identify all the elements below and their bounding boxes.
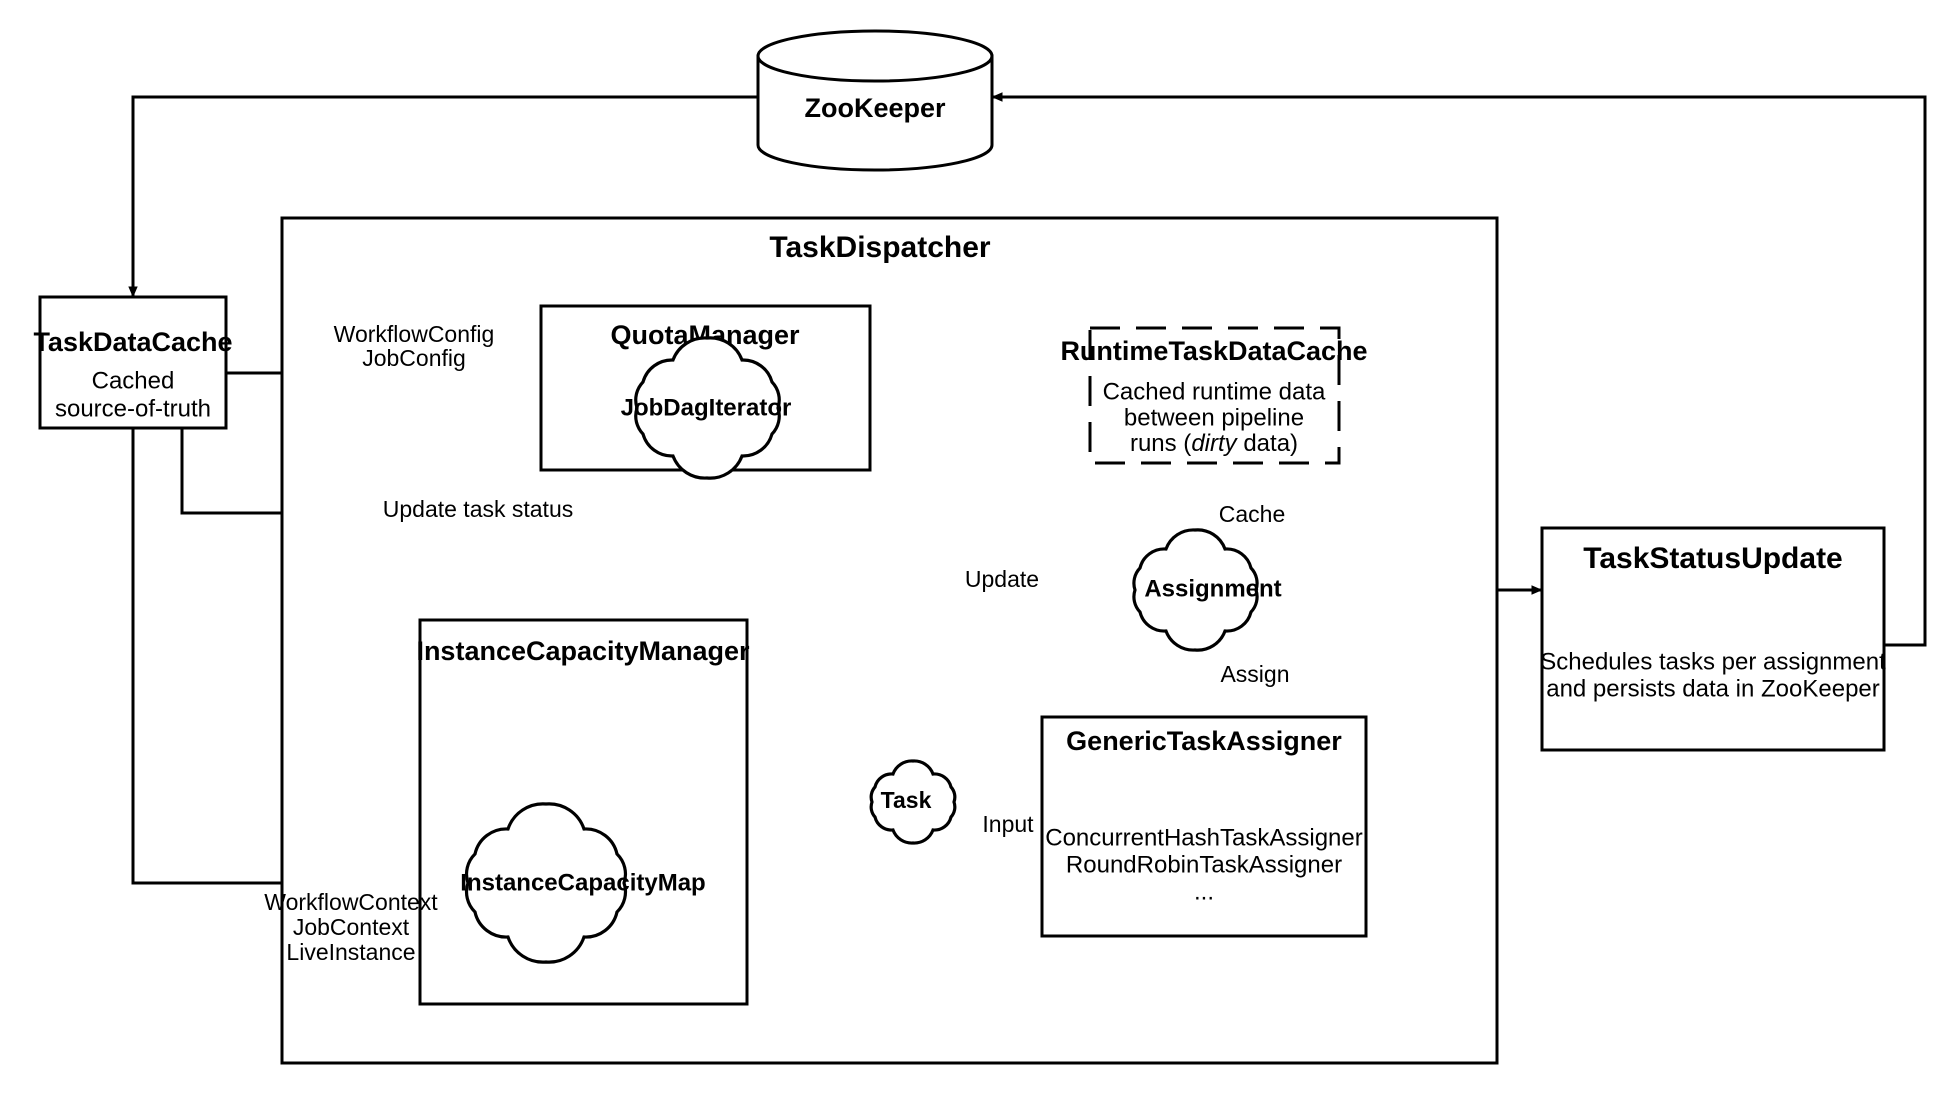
runtimecache-line3-pre: runs (	[1130, 430, 1191, 457]
runtimecache-line3-post: data)	[1237, 430, 1298, 457]
generictaskassigner-title: GenericTaskAssigner	[1066, 726, 1342, 756]
edge-taskstatusupdate-to-zookeeper	[991, 92, 1927, 647]
taskstatusupdate-title: TaskStatusUpdate	[1583, 542, 1843, 575]
runtimetaskdatacache-line2: between pipeline	[1124, 404, 1304, 431]
instancecapacitymanager-node: InstanceCapacityManager InstanceCapacity…	[416, 618, 750, 1006]
runtimetaskdatacache-node: RuntimeTaskDataCache Cached runtime data…	[1060, 326, 1368, 465]
generictaskassigner-impl1: ConcurrentHashTaskAssigner	[1045, 824, 1362, 851]
runtimecache-line3-em: dirty	[1191, 430, 1238, 457]
task-label: Task	[881, 787, 932, 813]
taskstatusupdate-line1: Schedules tasks per assignment	[1540, 648, 1886, 675]
edge-label-jobconfig: JobConfig	[362, 345, 466, 371]
edge-label-cache: Cache	[1219, 501, 1285, 527]
quotamanager-node: QuotaManager JobDagIterator	[539, 304, 872, 480]
zookeeper-label: ZooKeeper	[804, 93, 946, 123]
zookeeper-node: ZooKeeper	[756, 29, 994, 172]
taskdatacache-title: TaskDataCache	[33, 327, 232, 357]
assignment-label: Assignment	[1144, 575, 1281, 602]
taskstatusupdate-line2: and persists data in ZooKeeper	[1546, 675, 1880, 702]
generictaskassigner-impl2: RoundRobinTaskAssigner	[1066, 851, 1342, 878]
assignment-node: Assignment	[1132, 528, 1282, 652]
edge-label-update: Update	[965, 566, 1039, 592]
edge-label-workflowcontext: WorkflowContext	[264, 889, 438, 915]
edge-label-workflowconfig: WorkflowConfig	[334, 321, 495, 347]
edge-zookeeper-to-taskdatacache	[128, 95, 758, 298]
instancecapacitymanager-title: InstanceCapacityManager	[416, 636, 750, 666]
runtimetaskdatacache-title: RuntimeTaskDataCache	[1060, 336, 1367, 366]
taskdatacache-node: TaskDataCache Cached source-of-truth	[33, 295, 233, 430]
edge-label-input: Input	[982, 811, 1034, 837]
jobdagiterator-label: JobDagIterator	[621, 394, 792, 421]
edge-label-liveinstance: LiveInstance	[286, 939, 415, 965]
instancecapacitymap-node: InstanceCapacityMap	[460, 802, 706, 964]
generictaskassigner-node: GenericTaskAssigner ConcurrentHashTaskAs…	[1040, 715, 1368, 938]
edge-label-update-task-status: Update task status	[383, 496, 574, 522]
generictaskassigner-impl3: ...	[1194, 878, 1214, 905]
runtimetaskdatacache-line3: runs (dirty data)	[1130, 430, 1298, 457]
taskdispatcher-title: TaskDispatcher	[769, 231, 991, 264]
task-node: Task	[869, 759, 957, 845]
jobdagiterator-node: JobDagIterator	[621, 336, 792, 480]
runtimetaskdatacache-line1: Cached runtime data	[1103, 378, 1326, 405]
instancecapacitymap-label: InstanceCapacityMap	[460, 869, 705, 896]
taskdatacache-line1: Cached	[92, 367, 175, 394]
edge-label-jobcontext: JobContext	[293, 914, 410, 940]
taskstatusupdate-node: TaskStatusUpdate Schedules tasks per ass…	[1540, 526, 1886, 752]
taskdatacache-line2: source-of-truth	[55, 395, 211, 422]
edge-label-assign: Assign	[1220, 661, 1289, 687]
